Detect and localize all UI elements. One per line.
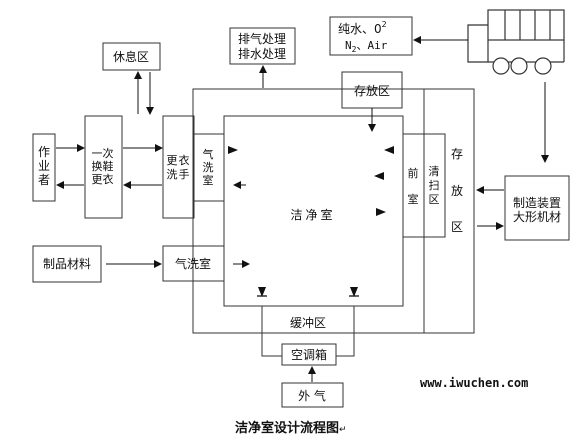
outside-air-label: 外 气 [298,388,326,403]
exhaust-label-2: 排水处理 [238,47,286,61]
svg-text:衣: 衣 [103,172,114,186]
svg-text:业: 业 [38,159,50,173]
svg-text:区: 区 [429,193,440,206]
front-room-label: 前 室 [408,166,419,206]
svg-text:手: 手 [179,167,190,181]
worker-label: 作 业 者 [38,145,50,187]
outside-air-box [281,382,344,408]
svg-text:换: 换 [92,159,103,173]
storage-right-label: 存 放 区 [451,147,463,234]
svg-text:N2、Air: N2、Air [345,39,388,54]
air-shower-1-label: 气 洗 室 [203,147,214,187]
worker-box [32,133,56,202]
svg-text:次: 次 [103,146,114,160]
cleaning-area-label: 清 扫 区 [429,165,440,206]
svg-text:洗: 洗 [167,168,178,181]
svg-text:室: 室 [408,192,419,206]
exhaust-label-1: 排气处理 [238,31,286,46]
change-shoes-label: 一 次 换 鞋 更 衣 [92,146,114,186]
svg-text:衣: 衣 [179,153,190,167]
diagram-caption: 洁净室设计流程图↵ [235,420,347,436]
buffer-zone-label: 缓冲区 [290,315,326,330]
equipment-label-2: 大形机材 [513,210,561,224]
supply-label: 纯水、02 N2、Air [338,20,388,54]
building-outline [192,88,475,334]
rest-area-box [102,42,161,71]
storage-top-label: 存放区 [354,83,390,98]
air-shower-2-box [162,245,225,282]
svg-text:存: 存 [451,147,463,161]
svg-text:放: 放 [451,183,463,198]
svg-text:洗: 洗 [203,161,214,174]
rest-area-label: 休息区 [113,49,149,64]
svg-text:清: 清 [429,165,440,178]
svg-text:鞋: 鞋 [103,159,114,173]
svg-text:气: 气 [203,147,214,161]
equipment-label-1: 制造装置 [513,196,561,210]
equipment-box [504,175,570,241]
website-text: www.iwuchen.com [420,376,528,390]
clean-room-label: 洁净室 [290,207,335,222]
svg-text:前: 前 [408,166,419,180]
change-wash-label: 更 衣 洗 手 [167,153,190,181]
change-shoes-box [84,115,123,219]
svg-text:区: 区 [451,220,463,234]
product-materials-box [32,245,102,283]
svg-text:更: 更 [167,154,178,167]
svg-text:扫: 扫 [429,179,440,192]
svg-text:纯水、02: 纯水、02 [338,20,387,36]
svg-text:作: 作 [38,145,50,159]
svg-text:更: 更 [92,173,103,186]
product-materials-label: 制品材料 [43,257,91,271]
supply-duct [261,306,282,357]
svg-text:者: 者 [38,173,50,187]
svg-text:室: 室 [203,173,214,187]
ac-box [281,343,337,366]
ac-box-label: 空调箱 [291,347,327,362]
change-wash-box [162,115,195,219]
air-shower-2-label: 气洗室 [175,256,211,271]
svg-text:一: 一 [92,147,103,160]
return-duct [336,306,355,357]
truck-icon [467,9,565,75]
exhaust-box [229,27,296,65]
supply-box [329,16,413,56]
